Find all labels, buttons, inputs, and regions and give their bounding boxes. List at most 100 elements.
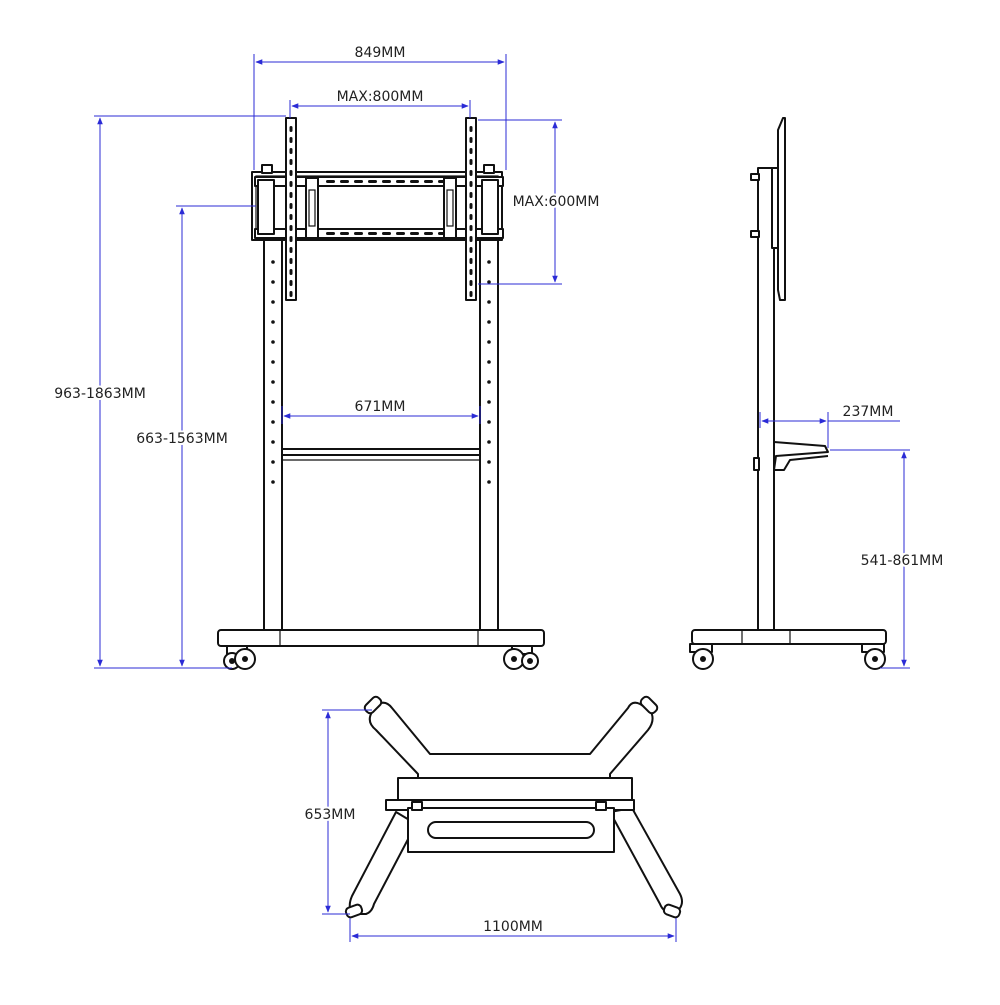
arm-slot bbox=[289, 214, 293, 220]
rail-slot bbox=[424, 232, 433, 235]
rail-slot bbox=[326, 232, 335, 235]
arm-slot bbox=[289, 280, 293, 286]
arm-slot bbox=[289, 126, 293, 132]
upright-hole bbox=[487, 360, 491, 364]
lower-rail bbox=[254, 228, 504, 239]
rail-slot bbox=[424, 180, 433, 183]
arm-slot bbox=[469, 214, 473, 220]
arm-slot bbox=[289, 181, 293, 187]
dim-vesa-width: MAX:800MM bbox=[337, 89, 424, 105]
arm-slot bbox=[289, 170, 293, 176]
rail-slot bbox=[396, 232, 405, 235]
arm-slot bbox=[469, 192, 473, 198]
upright-hole bbox=[271, 280, 275, 284]
upright-hole bbox=[487, 280, 491, 284]
arm-slot bbox=[289, 137, 293, 143]
rail-slot bbox=[354, 232, 363, 235]
dim-mount-height: 663-1563MM bbox=[136, 431, 228, 447]
upright-hole bbox=[271, 400, 275, 404]
upright-hole bbox=[271, 340, 275, 344]
dim-vesa-height: MAX:600MM bbox=[513, 194, 600, 210]
side-shelf bbox=[773, 441, 829, 471]
dim-base-width: 1100MM bbox=[483, 919, 543, 935]
rear-legs bbox=[368, 701, 654, 779]
arm-slot bbox=[469, 280, 473, 286]
side-base bbox=[691, 629, 887, 645]
arm-slot bbox=[289, 225, 293, 231]
upright-hole bbox=[271, 320, 275, 324]
arm-slot bbox=[469, 225, 473, 231]
rail-slot bbox=[368, 232, 377, 235]
upright-hole bbox=[487, 440, 491, 444]
front-base bbox=[217, 629, 545, 647]
upright-hole bbox=[487, 340, 491, 344]
upright-hole bbox=[271, 420, 275, 424]
arm-slot bbox=[469, 236, 473, 242]
caster-front-left bbox=[223, 645, 256, 670]
dim-overall-width: 849MM bbox=[355, 45, 406, 61]
rail-slot bbox=[410, 180, 419, 183]
arm-slot bbox=[469, 203, 473, 209]
rail-slot bbox=[382, 180, 391, 183]
arm-slot bbox=[469, 159, 473, 165]
front-view bbox=[217, 117, 545, 670]
upright-hole bbox=[271, 260, 275, 264]
side-screen bbox=[777, 117, 786, 301]
rail-slot bbox=[340, 180, 349, 183]
dimension-annotations: 849MM MAX:800MM MAX:600MM 963-1863MM 663… bbox=[52, 45, 945, 942]
rail-slot bbox=[340, 232, 349, 235]
arm-slot bbox=[289, 258, 293, 264]
upright-hole bbox=[487, 460, 491, 464]
upright-hole bbox=[271, 380, 275, 384]
arm-slot bbox=[289, 269, 293, 275]
rail-slot bbox=[382, 232, 391, 235]
left-upright bbox=[263, 237, 283, 631]
upright-hole bbox=[487, 420, 491, 424]
upright-hole bbox=[487, 260, 491, 264]
arm-slot bbox=[289, 192, 293, 198]
arm-slot bbox=[469, 170, 473, 176]
upright-hole bbox=[487, 320, 491, 324]
upper-rail bbox=[254, 176, 504, 187]
dim-shelf-height: 541-861MM bbox=[861, 553, 944, 569]
top-view bbox=[344, 695, 683, 919]
dim-overall-height: 963-1863MM bbox=[54, 386, 146, 402]
rail-slot bbox=[354, 180, 363, 183]
rail-slot bbox=[368, 180, 377, 183]
upright-hole bbox=[271, 300, 275, 304]
dim-shelf-depth: 237MM bbox=[843, 404, 894, 420]
upright-hole bbox=[271, 460, 275, 464]
arm-slot bbox=[289, 159, 293, 165]
shelf bbox=[281, 448, 481, 456]
side-view bbox=[689, 117, 887, 670]
rail-slot bbox=[396, 180, 405, 183]
rail-slot bbox=[326, 180, 335, 183]
upright-hole bbox=[271, 480, 275, 484]
right-upright bbox=[479, 237, 499, 631]
arm-slot bbox=[469, 181, 473, 187]
upright-hole bbox=[487, 300, 491, 304]
arm-slot bbox=[289, 236, 293, 242]
caster-side-right bbox=[861, 643, 886, 670]
arm-slot bbox=[469, 269, 473, 275]
arm-slot bbox=[469, 247, 473, 253]
arm-slot bbox=[469, 137, 473, 143]
upright-hole bbox=[487, 400, 491, 404]
arm-slot bbox=[289, 148, 293, 154]
arm-slot bbox=[289, 291, 293, 297]
arm-slot bbox=[289, 203, 293, 209]
upright-holes bbox=[271, 260, 491, 484]
arm-slot bbox=[469, 291, 473, 297]
dim-base-depth: 653MM bbox=[305, 807, 356, 823]
dim-upright-spacing: 671MM bbox=[355, 399, 406, 415]
arm-slot bbox=[289, 247, 293, 253]
upright-hole bbox=[487, 480, 491, 484]
front-leg-right bbox=[609, 807, 683, 914]
caster-front-right bbox=[503, 645, 539, 670]
arm-slot bbox=[469, 148, 473, 154]
rail-slots bbox=[326, 180, 447, 235]
arm-slot bbox=[469, 126, 473, 132]
upright-hole bbox=[487, 380, 491, 384]
